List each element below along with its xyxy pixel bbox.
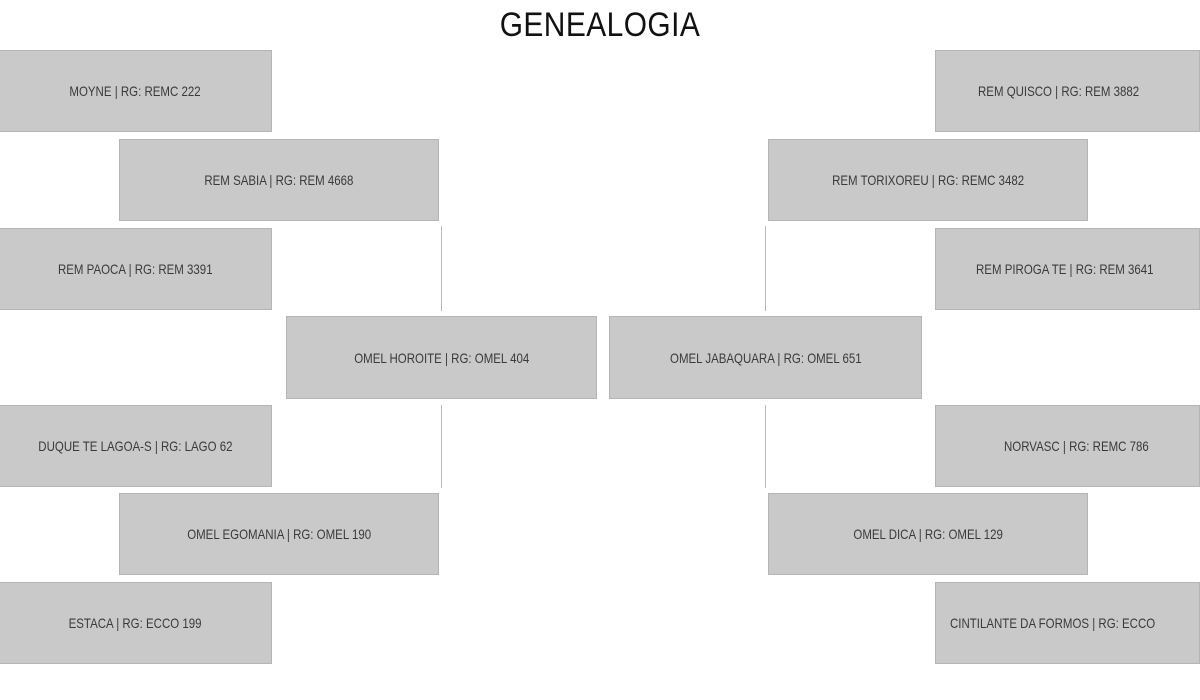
right-upper-connector [765,226,766,311]
left-sire-dam-label: REM PAOCA | RG: REM 3391 [57,261,213,277]
left-sire-dam-box[interactable]: REM PAOCA | RG: REM 3391 [0,228,272,310]
right-dam-sire-box[interactable]: NORVASC | RG: REMC 786 [935,405,1200,487]
right-dam-label: OMEL DICA | RG: OMEL 129 [853,526,1003,542]
right-lower-connector [765,405,766,488]
left-dam-dam-label: ESTACA | RG: ECCO 199 [68,615,202,631]
right-sire-box[interactable]: REM TORIXOREU | RG: REMC 3482 [768,139,1088,221]
left-dam-box[interactable]: OMEL EGOMANIA | RG: OMEL 190 [119,493,439,575]
left-sire-label: REM SABIA | RG: REM 4668 [204,172,354,188]
right-animal-box[interactable]: OMEL JABAQUARA | RG: OMEL 651 [609,316,922,399]
left-upper-connector [441,226,442,311]
left-animal-label: OMEL HOROITE | RG: OMEL 404 [353,349,530,366]
right-sire-dam-label: REM PIROGA TE | RG: REM 3641 [976,261,1154,277]
right-sire-sire-box[interactable]: REM QUISCO | RG: REM 3882 [935,50,1200,132]
right-dam-dam-box[interactable]: CINTILANTE DA FORMOS | RG: ECCO [935,582,1200,664]
left-sire-sire-label: MOYNE | RG: REMC 222 [69,83,201,99]
right-sire-sire-label: REM QUISCO | RG: REM 3882 [978,83,1140,99]
right-dam-dam-label: CINTILANTE DA FORMOS | RG: ECCO [950,615,1156,631]
left-sire-sire-box[interactable]: MOYNE | RG: REMC 222 [0,50,272,132]
right-dam-box[interactable]: OMEL DICA | RG: OMEL 129 [768,493,1088,575]
left-animal-box[interactable]: OMEL HOROITE | RG: OMEL 404 [286,316,597,399]
right-sire-dam-box[interactable]: REM PIROGA TE | RG: REM 3641 [935,228,1200,310]
left-dam-sire-label: DUQUE TE LAGOA-S | RG: LAGO 62 [37,438,233,454]
left-lower-connector [441,405,442,488]
right-sire-label: REM TORIXOREU | RG: REMC 3482 [831,172,1025,188]
right-dam-sire-label: NORVASC | RG: REMC 786 [1004,438,1149,454]
left-dam-sire-box[interactable]: DUQUE TE LAGOA-S | RG: LAGO 62 [0,405,272,487]
left-dam-dam-box[interactable]: ESTACA | RG: ECCO 199 [0,582,272,664]
right-animal-label: OMEL JABAQUARA | RG: OMEL 651 [669,349,862,366]
left-sire-box[interactable]: REM SABIA | RG: REM 4668 [119,139,439,221]
page-title: GENEALOGIA [499,6,701,44]
left-dam-label: OMEL EGOMANIA | RG: OMEL 190 [187,526,371,542]
